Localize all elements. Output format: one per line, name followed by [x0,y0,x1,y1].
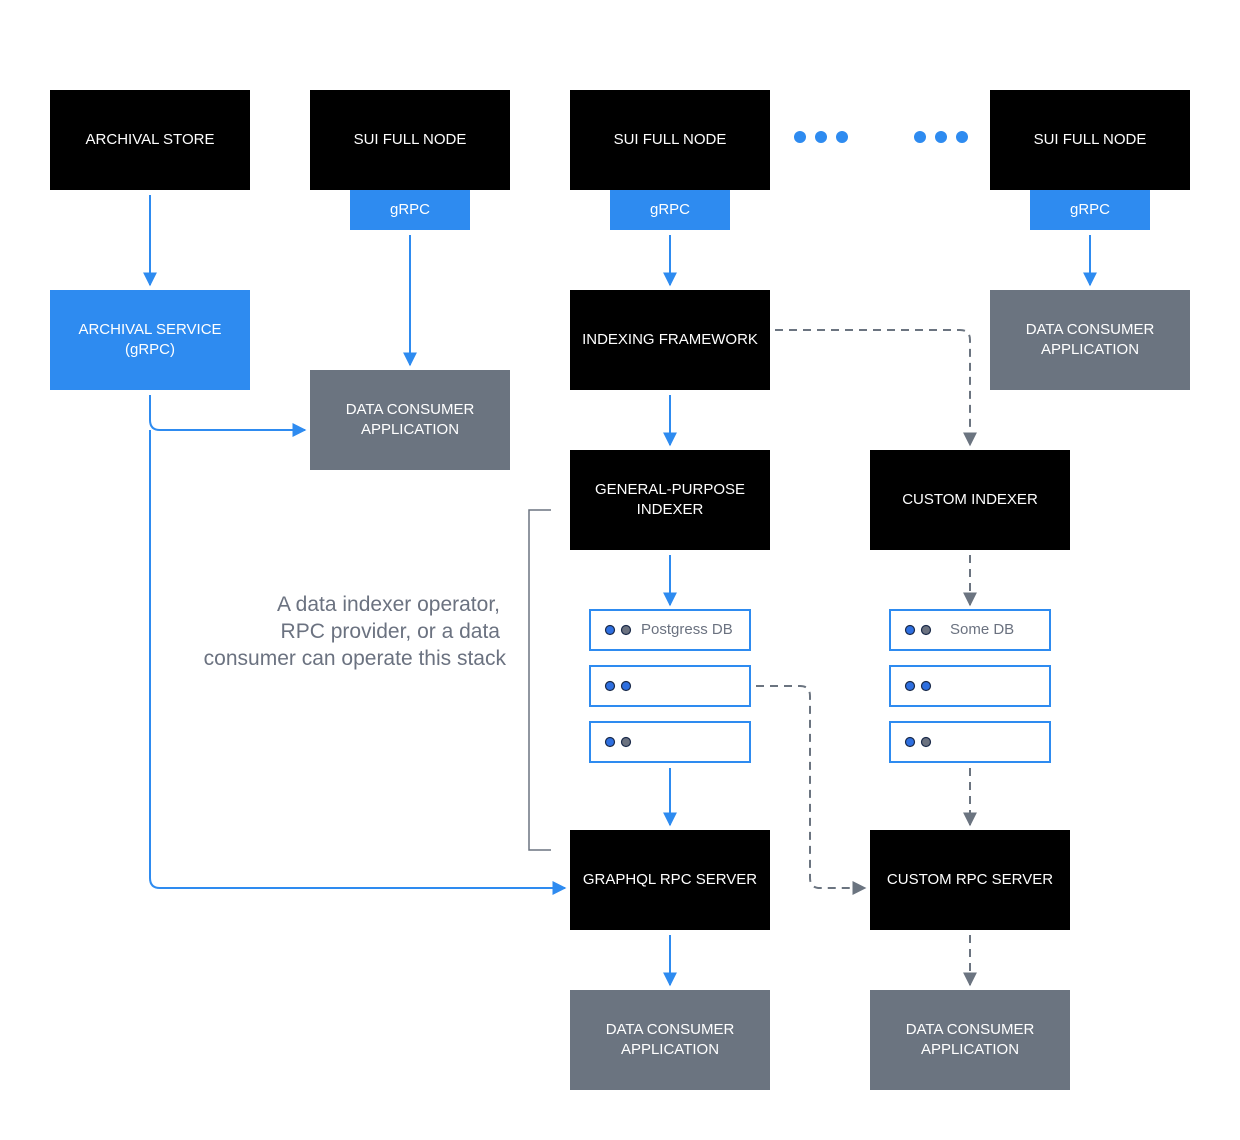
postgres-db-stack: Postgress DB [589,609,751,763]
consumer-1-label-1: DATA CONSUMER [346,401,475,418]
postgres-db-row-3 [589,721,751,763]
some-db-label: Some DB [950,621,1014,638]
db-status-dot [604,680,616,692]
grpc-1-tab: gRPC [350,190,470,230]
db-status-dot [620,624,632,636]
some-db-row-3 [889,721,1051,763]
edge-archival-service-to-graphql [149,430,567,895]
custom-indexer-box: CUSTOM INDEXER [870,450,1070,550]
db-status-dot [904,736,916,748]
some-db-row-2 [889,665,1051,707]
db-status-dot [920,736,932,748]
edge-indexing-framework-to-custom-indexer [775,329,977,447]
db-status-dot [920,680,932,692]
archival-service-box: ARCHIVAL SERVICE (gRPC) [50,290,250,390]
grpc-1-label: gRPC [390,201,430,218]
archival-service-label-2: (gRPC) [125,341,175,358]
consumer-3-label-1: DATA CONSUMER [606,1021,735,1038]
grpc-3-tab: gRPC [1030,190,1150,230]
graphql-server-label: GRAPHQL RPC SERVER [583,871,757,888]
general-indexer-label-1: GENERAL-PURPOSE [595,481,745,498]
grpc-2-tab: gRPC [610,190,730,230]
general-indexer-box: GENERAL-PURPOSE INDEXER [570,450,770,550]
custom-rpc-server-label: CUSTOM RPC SERVER [887,871,1053,888]
db-status-dot [604,736,616,748]
stack-note-line-1: A data indexer operator, [277,593,500,616]
consumer-2-label-2: APPLICATION [1041,341,1139,358]
archival-store-label: ARCHIVAL STORE [86,131,215,148]
db-status-dot [904,624,916,636]
postgres-db-row-2 [589,665,751,707]
consumer-2-box: DATA CONSUMER APPLICATION [990,290,1190,390]
sui-full-node-2-box: SUI FULL NODE [570,90,770,190]
db-status-dot [620,680,632,692]
stack-note-line-2: RPC provider, or a data [281,620,501,643]
ellipsis-left [794,131,848,143]
sui-full-node-2-label: SUI FULL NODE [614,131,727,148]
consumer-4-label-2: APPLICATION [921,1041,1019,1058]
grpc-2-label: gRPC [650,201,690,218]
archival-service-label-1: ARCHIVAL SERVICE [78,321,221,338]
consumer-4-label-1: DATA CONSUMER [906,1021,1035,1038]
postgres-db-row-1: Postgress DB [589,609,751,651]
indexing-framework-label: INDEXING FRAMEWORK [582,331,758,348]
db-status-dot [620,736,632,748]
sui-full-node-3-box: SUI FULL NODE [990,90,1190,190]
stack-bracket [528,509,551,851]
indexing-framework-box: INDEXING FRAMEWORK [570,290,770,390]
consumer-4-box: DATA CONSUMER APPLICATION [870,990,1070,1090]
sui-full-node-3-label: SUI FULL NODE [1034,131,1147,148]
sui-full-node-1-box: SUI FULL NODE [310,90,510,190]
ellipsis-right [914,131,968,143]
db-status-dot [920,624,932,636]
db-status-dot [904,680,916,692]
archival-store-box: ARCHIVAL STORE [50,90,250,190]
consumer-1-label-2: APPLICATION [361,421,459,438]
graphql-server-box: GRAPHQL RPC SERVER [570,830,770,930]
sui-full-node-1-label: SUI FULL NODE [354,131,467,148]
custom-indexer-label: CUSTOM INDEXER [902,491,1038,508]
general-indexer-label-2: INDEXER [637,501,704,518]
consumer-3-box: DATA CONSUMER APPLICATION [570,990,770,1090]
edge-postgres-to-custom-rpc [756,685,867,895]
stack-note-line-3: consumer can operate this stack [204,647,507,670]
postgres-db-label: Postgress DB [641,621,733,638]
grpc-3-label: gRPC [1070,201,1110,218]
db-status-dot [604,624,616,636]
consumer-3-label-2: APPLICATION [621,1041,719,1058]
edge-archival-service-to-consumer-1 [149,395,307,437]
some-db-row-1: Some DB [889,609,1051,651]
connectors [143,195,1097,987]
consumer-1-box: DATA CONSUMER APPLICATION [310,370,510,470]
consumer-2-label-1: DATA CONSUMER [1026,321,1155,338]
some-db-stack: Some DB [889,609,1051,763]
custom-rpc-server-box: CUSTOM RPC SERVER [870,830,1070,930]
